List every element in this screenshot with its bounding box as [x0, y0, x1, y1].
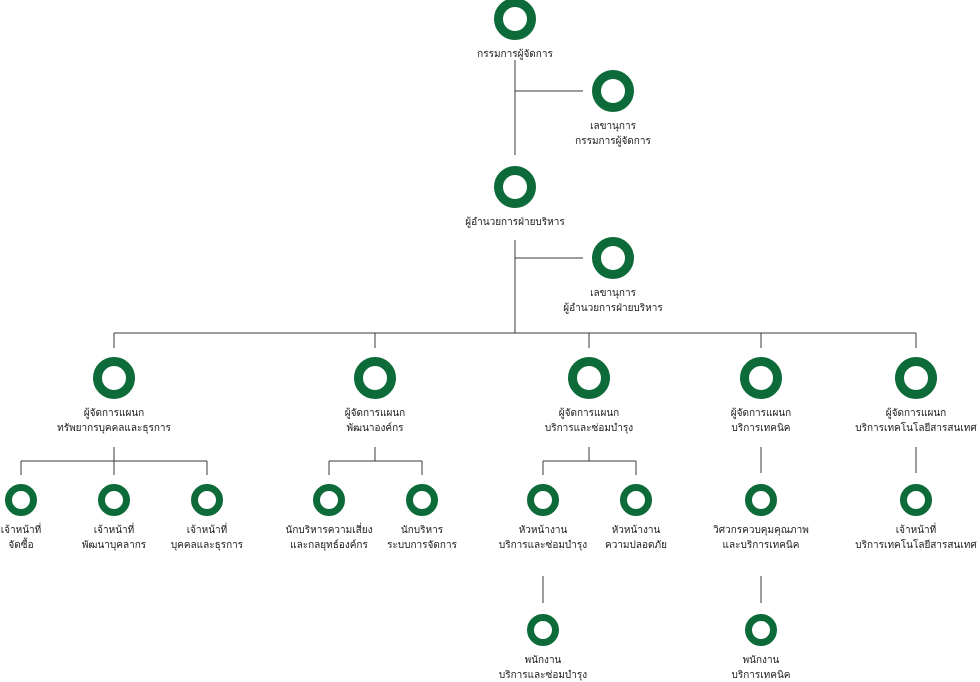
- node-label-line: ผู้จัดการแผนก: [885, 408, 947, 419]
- node-label: หัวหน้างานบริการและซ่อมบำรุง: [443, 523, 643, 553]
- node-label: เจ้าหน้าที่จัดซื้อ: [0, 523, 121, 553]
- ring-icon: [93, 357, 135, 399]
- node-label-line: ผู้จัดการแผนก: [83, 408, 145, 419]
- node-label-line: บริการและซ่อมบำรุง: [544, 423, 634, 434]
- node-label: นักบริหารระบบการจัดการ: [322, 523, 522, 553]
- node-label-line: วิศวกรควบคุมคุณภาพ: [713, 525, 809, 536]
- node-label: พนักงานบริการเทคนิค: [661, 653, 861, 682]
- node-label-line: ผู้จัดการแผนก: [730, 408, 792, 419]
- node-label: เจ้าหน้าที่บริการเทคโนโลยีสารสนเทศ: [816, 523, 980, 553]
- node-label-line: ผู้จัดการแผนก: [344, 408, 406, 419]
- node-label-line: พัฒนาองค์กร: [346, 423, 404, 434]
- node-label: ผู้จัดการแผนกบริการและซ่อมบำรุง: [489, 406, 689, 436]
- ring-icon: [568, 357, 610, 399]
- node-label: ผู้จัดการแผนกทรัพยากรบุคคลและธุรการ: [14, 406, 214, 436]
- node-label-line: ผู้อำนวยการฝ่ายบริหาร: [465, 217, 565, 228]
- node-label: ผู้จัดการแผนกพัฒนาองค์กร: [275, 406, 475, 436]
- node-label-line: เลขานุการ: [590, 288, 636, 299]
- node-label-line: นักบริหาร: [400, 525, 444, 536]
- ring-icon: [745, 614, 777, 646]
- ring-icon: [494, 166, 536, 208]
- node-label-line: บุคคลและธุรการ: [170, 540, 244, 551]
- ring-icon: [740, 357, 782, 399]
- node-label-line: และบริการเทคนิค: [722, 540, 800, 551]
- node-label: พนักงานบริการและซ่อมบำรุง: [443, 653, 643, 682]
- ring-icon: [494, 0, 536, 40]
- node-label: เจ้าหน้าที่บุคคลและธุรการ: [107, 523, 307, 553]
- node-label-line: เจ้าหน้าที่: [186, 525, 228, 536]
- ring-icon: [354, 357, 396, 399]
- node-label-line: ทรัพยากรบุคคลและธุรการ: [57, 423, 171, 434]
- ring-icon: [527, 614, 559, 646]
- ring-icon: [900, 484, 932, 516]
- node-label: วิศวกรควบคุมคุณภาพและบริการเทคนิค: [661, 523, 861, 553]
- node-label-line: บริการเทคโนโลยีสารสนเทศ: [855, 540, 977, 551]
- ring-icon: [191, 484, 223, 516]
- ring-icon: [895, 357, 937, 399]
- ring-icon: [745, 484, 777, 516]
- node-label-line: กรรมการผู้จัดการ: [477, 49, 553, 60]
- node-label-line: บริการและซ่อมบำรุง: [498, 670, 588, 681]
- node-label: ผู้จัดการแผนกบริการเทคนิค: [661, 406, 861, 436]
- node-label-line: พนักงาน: [742, 655, 780, 666]
- node-label-line: เจ้าหน้าที่: [0, 525, 42, 536]
- node-label: กรรมการผู้จัดการ: [415, 47, 615, 62]
- node-label: เจ้าหน้าที่พัฒนาบุคลากร: [14, 523, 214, 553]
- node-label-line: จัดซื้อ: [8, 540, 34, 551]
- node-label-line: ผู้อำนวยการฝ่ายบริหาร: [563, 303, 663, 314]
- ring-icon: [5, 484, 37, 516]
- node-label: ผู้จัดการแผนกบริการเทคโนโลยีสารสนเทศ: [816, 406, 980, 436]
- ring-icon: [620, 484, 652, 516]
- node-label: หัวหน้างานความปลอดภัย: [536, 523, 736, 553]
- node-label: ผู้อำนวยการฝ่ายบริหาร: [415, 215, 615, 230]
- node-label-line: บริการเทคโนโลยีสารสนเทศ: [855, 423, 977, 434]
- node-label-line: ผู้จัดการแผนก: [558, 408, 620, 419]
- node-label-line: ความปลอดภัย: [605, 540, 667, 551]
- node-label-line: บริการเทคนิค: [731, 423, 791, 434]
- node-label-line: หัวหน้างาน: [611, 525, 661, 536]
- node-label-line: กรรมการผู้จัดการ: [575, 136, 651, 147]
- node-label-line: บริการเทคนิค: [731, 670, 791, 681]
- node-label-line: ระบบการจัดการ: [387, 540, 457, 551]
- node-label-line: นักบริหารความเสี่ยง: [285, 525, 373, 536]
- node-label-line: เจ้าหน้าที่: [93, 525, 135, 536]
- node-label: เลขานุการผู้อำนวยการฝ่ายบริหาร: [513, 286, 713, 316]
- ring-icon: [592, 237, 634, 279]
- node-label: เลขานุการกรรมการผู้จัดการ: [513, 119, 713, 149]
- node-label-line: หัวหน้างาน: [518, 525, 568, 536]
- node-label-line: พัฒนาบุคลากร: [81, 540, 147, 551]
- node-label-line: พนักงาน: [524, 655, 562, 666]
- ring-icon: [313, 484, 345, 516]
- ring-icon: [98, 484, 130, 516]
- ring-icon: [406, 484, 438, 516]
- node-label: นักบริหารความเสี่ยงและกลยุทธ์องค์กร: [229, 523, 429, 553]
- ring-icon: [592, 70, 634, 112]
- node-label-line: บริการและซ่อมบำรุง: [498, 540, 588, 551]
- node-label-line: และกลยุทธ์องค์กร: [290, 540, 368, 551]
- ring-icon: [527, 484, 559, 516]
- node-label-line: เจ้าหน้าที่: [895, 525, 937, 536]
- node-label-line: เลขานุการ: [590, 121, 636, 132]
